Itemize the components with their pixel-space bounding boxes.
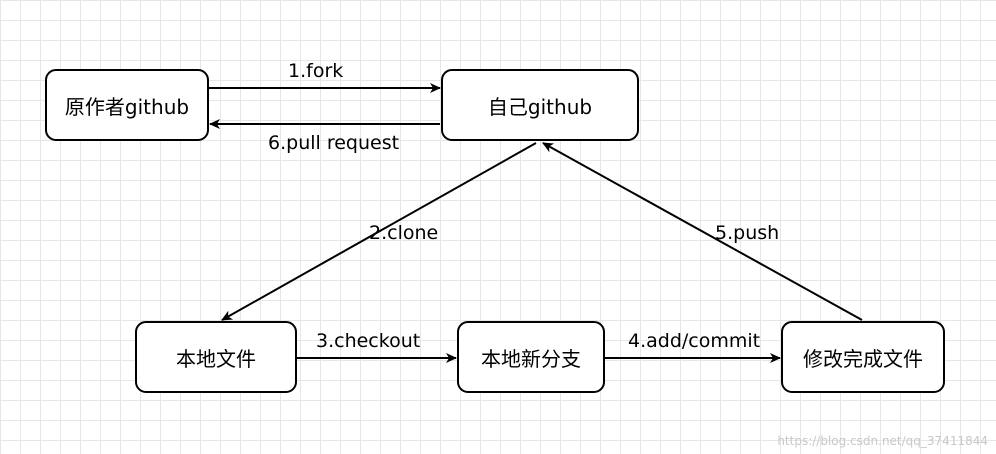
- pull-request-label: 6.pull request: [268, 132, 400, 154]
- node-original-author-github[interactable]: 原作者github: [45, 69, 209, 141]
- node-label: 自己github: [487, 94, 593, 119]
- node-label: 本地新分支: [481, 346, 581, 371]
- node-local-files[interactable]: 本地文件: [135, 321, 297, 393]
- node-modified-files[interactable]: 修改完成文件: [781, 321, 945, 393]
- push-arrow: [542, 142, 863, 321]
- fork-label: 1.fork: [288, 60, 344, 82]
- node-label: 本地文件: [176, 346, 256, 371]
- add-commit-label: 4.add/commit: [628, 330, 761, 352]
- node-local-new-branch[interactable]: 本地新分支: [457, 321, 605, 393]
- push-label: 5.push: [715, 222, 780, 244]
- node-label: 修改完成文件: [803, 346, 923, 371]
- node-own-github[interactable]: 自己github: [441, 69, 639, 141]
- checkout-label: 3.checkout: [316, 330, 421, 352]
- watermark-url: https://blog.csdn.net/qq_37411844: [777, 434, 988, 448]
- clone-label: 2.clone: [369, 222, 439, 244]
- node-label: 原作者github: [64, 94, 190, 119]
- clone-arrow: [221, 142, 537, 321]
